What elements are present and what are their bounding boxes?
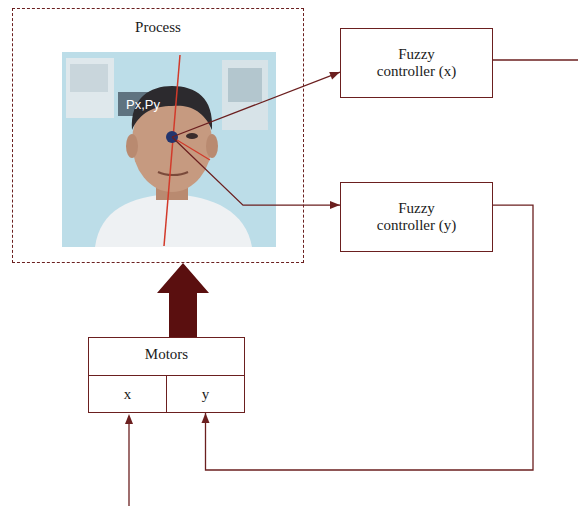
node-text: x: [124, 386, 132, 403]
node-text: Fuzzy controller (y): [377, 200, 457, 234]
controller-box: Fuzzy controller (y): [340, 182, 493, 252]
camera-photo: [62, 52, 276, 247]
node-text: Motors: [145, 346, 188, 363]
arrow-head: [125, 414, 133, 424]
motors-box: Motors x y: [88, 337, 245, 413]
signal-connector: [172, 72, 340, 137]
point-label: Px,Py: [126, 97, 160, 112]
node-text: Process: [135, 19, 181, 36]
signal-connector: [157, 263, 209, 337]
motor-axis-cell: y: [166, 375, 245, 413]
signal-connector: [172, 137, 340, 209]
input-line: [128, 424, 129, 506]
motor-axis-cell: x: [88, 375, 167, 413]
process-region: Process: [12, 8, 304, 263]
node-text: Fuzzy controller (x): [377, 46, 457, 80]
controller-box: Fuzzy controller (x): [340, 28, 493, 98]
node-text: y: [202, 386, 210, 403]
output-line: [493, 59, 578, 60]
